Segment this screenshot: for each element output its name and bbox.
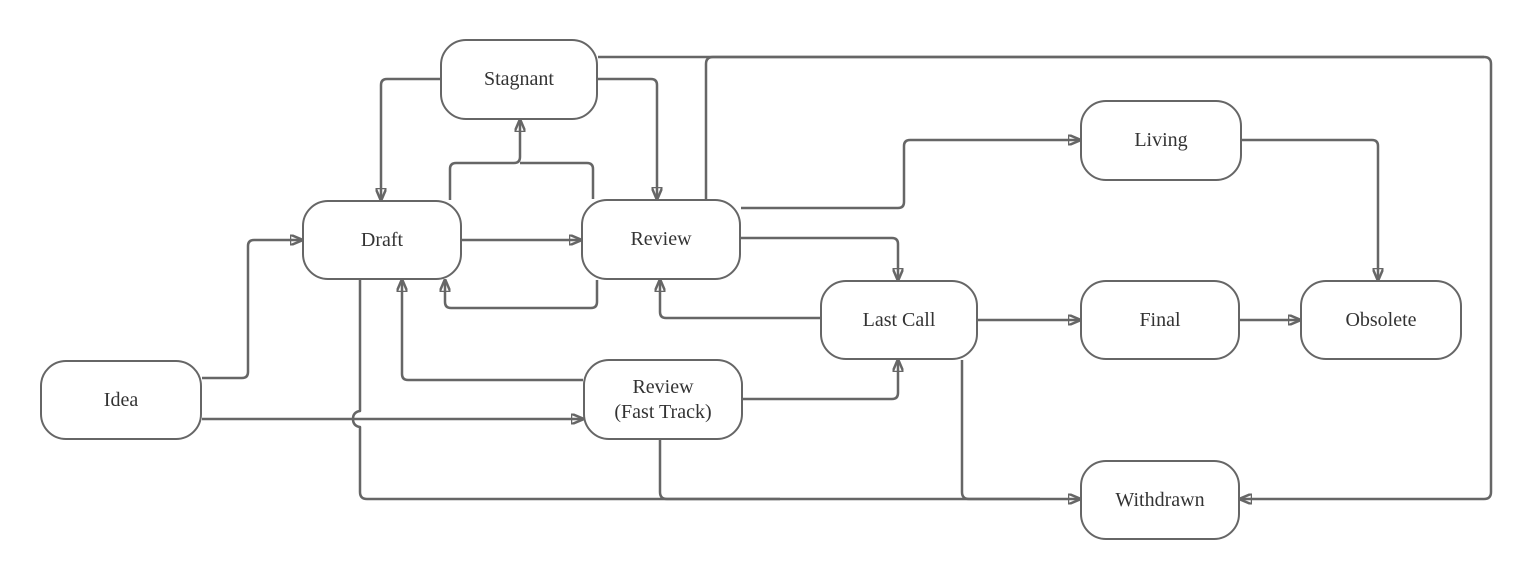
node-label: Last Call xyxy=(862,308,936,331)
edge-review-fast-track-to-draft xyxy=(402,280,583,382)
edge-stagnant-to-withdrawn xyxy=(598,55,1493,499)
node-label: Stagnant xyxy=(484,68,554,90)
edge-last-call-to-review xyxy=(660,280,820,320)
node-draft: Draft xyxy=(302,200,462,280)
edge-review-fast-track-to-withdrawn xyxy=(658,440,780,501)
edge-stagnant-to-draft xyxy=(381,77,440,200)
edge-draft-to-stagnant xyxy=(448,120,520,200)
edge-draft-to-withdrawn xyxy=(351,280,1080,499)
node-review: Review xyxy=(581,199,741,280)
node-label: Review xyxy=(630,228,692,250)
node-label: Final xyxy=(1139,308,1181,331)
node-label: Draft xyxy=(360,228,404,251)
edge-review-to-last-call xyxy=(741,236,898,280)
edge-stagnant-to-review xyxy=(598,77,657,199)
node-label: Idea xyxy=(103,388,139,411)
edge-living-to-obsolete xyxy=(1242,138,1378,280)
node-idea: Idea xyxy=(40,360,202,440)
edge-last-call-to-withdrawn xyxy=(960,360,1040,501)
edge-review-fast-track-to-last-call xyxy=(743,360,898,401)
node-withdrawn: Withdrawn xyxy=(1080,460,1240,540)
node-label: Withdrawn xyxy=(1115,488,1205,511)
node-obsolete: Obsolete xyxy=(1300,280,1462,360)
edge-review-to-living xyxy=(741,140,1080,210)
edge-review-to-withdrawn xyxy=(704,55,1484,199)
node-label: Living xyxy=(1134,129,1188,151)
node-living: Living xyxy=(1080,100,1242,181)
node-stagnant: Stagnant xyxy=(440,39,598,120)
node-label: Obsolete xyxy=(1345,308,1417,331)
edge-review-to-draft xyxy=(445,280,599,310)
node-label: Review (Fast Track) xyxy=(614,375,712,423)
node-review-fast-track: Review (Fast Track) xyxy=(583,359,743,440)
node-final: Final xyxy=(1080,280,1240,360)
node-last-call: Last Call xyxy=(820,280,978,360)
edge-idea-to-draft xyxy=(202,240,302,380)
edge-review-to-stagnant xyxy=(520,161,595,199)
